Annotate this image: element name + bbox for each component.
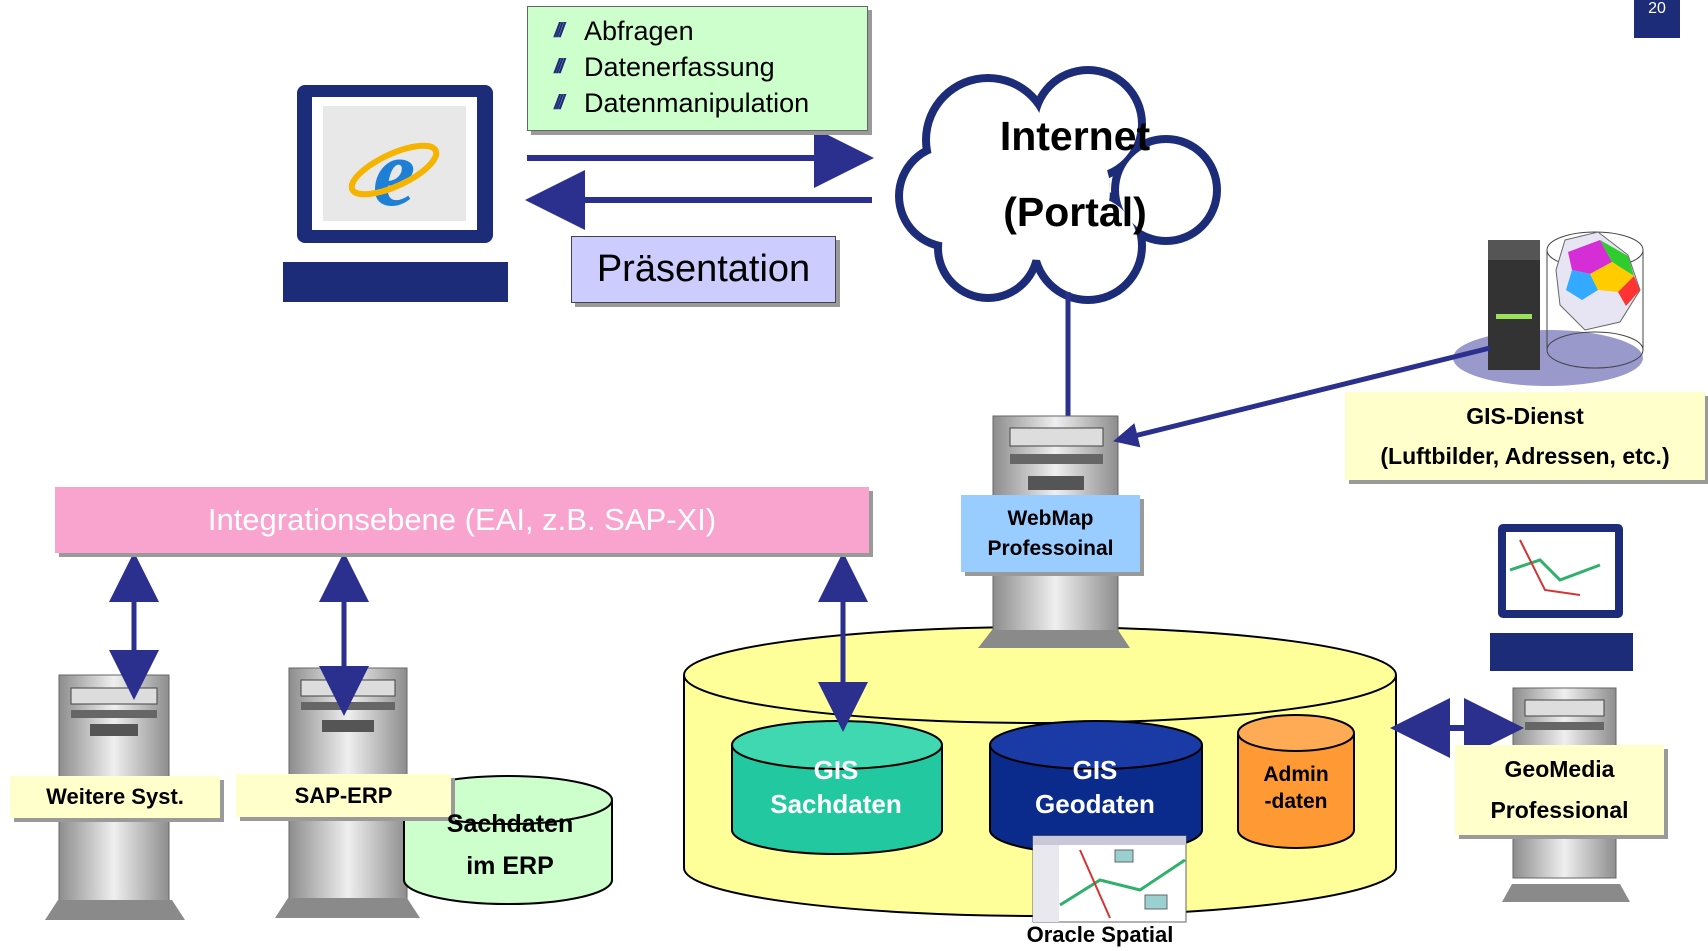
action-label: Datenerfassung [584, 52, 775, 82]
gis-service-arrow [1113, 345, 1491, 448]
webmap-line1: WebMap [1007, 506, 1094, 530]
gis-sachdaten-cylinder [731, 720, 943, 855]
client-actions-box: /// Abfragen /// Datenerfassung /// Datenma… [527, 6, 868, 131]
action-item: /// Datenerfassung [554, 49, 867, 85]
presentation-label: Präsentation [571, 236, 836, 303]
gis-geodaten-cylinder [989, 720, 1203, 855]
gis-sach-line2: Sachdaten [770, 789, 902, 819]
geomedia-computer-icon [1490, 524, 1633, 671]
internet-cloud-icon [895, 66, 1221, 304]
hatch-bullet-icon: /// [554, 20, 565, 42]
erp-database-cylinder [403, 775, 613, 905]
gis-service-label: GIS-Dienst (Luftbilder, Adressen, etc.) [1345, 392, 1705, 480]
gis-service-line1: GIS-Dienst [1466, 403, 1584, 429]
svg-text:e: e [373, 119, 416, 226]
admin-data-cylinder [1237, 714, 1355, 849]
gis-geo-line1: GIS [1072, 755, 1118, 785]
internet-line1: Internet [999, 113, 1151, 159]
erp-db-line1: Sachdaten [446, 810, 574, 838]
weitere-systems-label: Weitere Syst. [10, 776, 220, 818]
gis-geodaten-label: GIS Geodaten [988, 752, 1202, 822]
integration-layer-bar: Integrationsebene (EAI, z.B. SAP-XI) [55, 487, 869, 553]
action-label: Abfragen [584, 16, 694, 46]
webmap-label: WebMap Professoinal [961, 495, 1140, 572]
action-label: Datenmanipulation [584, 88, 810, 118]
geomedia-label: GeoMedia Professional [1455, 745, 1664, 835]
gis-service-icon [1453, 231, 1644, 386]
gis-service-line2: (Luftbilder, Adressen, etc.) [1380, 443, 1670, 469]
hatch-bullet-icon: /// [554, 56, 565, 78]
page-number: 20 [1634, 0, 1680, 38]
geomedia-line2: Professional [1490, 797, 1629, 823]
admin-data-label: Admin -daten [1236, 758, 1356, 818]
gis-sach-line1: GIS [813, 755, 859, 785]
sap-erp-label: SAP-ERP [236, 774, 451, 817]
hatch-bullet-icon: /// [554, 92, 565, 114]
oracle-spatial-map-thumbnail [1032, 835, 1187, 923]
client-computer-icon: e [283, 85, 508, 302]
geomedia-line1: GeoMedia [1504, 756, 1615, 782]
erp-database-label: Sachdaten im ERP [400, 800, 620, 890]
webmap-line2: Professoinal [987, 536, 1114, 560]
oracle-spatial-label: Oracle Spatial [1026, 922, 1174, 947]
admin-line1: Admin [1263, 763, 1329, 786]
gis-sachdaten-label: GIS Sachdaten [730, 752, 942, 822]
action-item: /// Abfragen [554, 13, 867, 49]
internet-label: Internet (Portal) [960, 104, 1190, 244]
admin-line2: -daten [1264, 790, 1328, 813]
erp-db-line2: im ERP [466, 852, 554, 880]
action-item: /// Datenmanipulation [554, 85, 867, 121]
internet-line2: (Portal) [1003, 189, 1147, 235]
gis-geo-line2: Geodaten [1035, 789, 1155, 819]
